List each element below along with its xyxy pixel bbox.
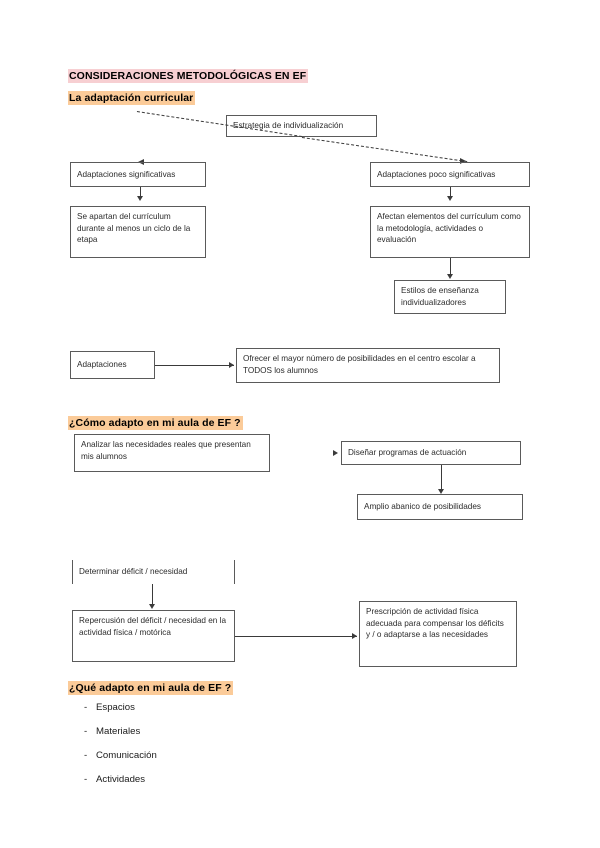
list-dash: -: [84, 726, 88, 737]
list-dash: -: [84, 702, 88, 713]
list-item: - Materiales: [70, 720, 157, 744]
arrowhead-estilos: [447, 274, 453, 279]
adapto-list: - Espacios - Materiales - Comunicación -…: [70, 696, 157, 792]
list-dash: -: [84, 774, 88, 785]
arrowhead-abanico: [438, 489, 444, 494]
list-dash: -: [84, 750, 88, 761]
list-item: - Comunicación: [70, 744, 157, 768]
connector-adaptaciones-to-ofrecer: [155, 365, 234, 366]
heading-como-adapto: ¿Cómo adapto en mi aula de EF ?: [68, 416, 243, 430]
node-estrategia-individualizacion: Estrategia de individualización: [226, 115, 377, 137]
list-item: - Espacios: [70, 696, 157, 720]
arrowhead-right-branch: [460, 158, 466, 164]
connector-disenar-to-abanico: [441, 465, 442, 491]
arrowhead-ofrecer: [229, 362, 234, 368]
node-estilos-ensenanza: Estilos de enseñanza individualizadores: [394, 280, 506, 314]
connector-determinar-to-repercusion: [152, 584, 153, 606]
heading-que-adapto: ¿Qué adapto en mi aula de EF ?: [68, 681, 234, 695]
list-item: - Actividades: [70, 768, 157, 792]
node-repercusion-deficit: Repercusión del déficit / necesidad en l…: [72, 610, 235, 662]
arrowhead-left-detail: [137, 196, 143, 201]
node-amplio-abanico: Amplio abanico de posibilidades: [357, 494, 523, 520]
connector-detail-to-estilos: [450, 258, 451, 276]
connector-root-to-right: [301, 137, 468, 163]
arrowhead-repercusion: [149, 604, 155, 609]
node-determinar-deficit: Determinar déficit / necesidad: [72, 560, 235, 584]
page-subtitle: La adaptación curricular: [68, 91, 196, 105]
node-adaptaciones-significativas: Adaptaciones significativas: [70, 162, 206, 187]
arrowhead-prescripcion: [352, 633, 357, 639]
node-disenar-programas: Diseñar programas de actuación: [341, 441, 521, 465]
arrowhead-disenar-programas: [333, 450, 338, 456]
node-se-apartan-curriculum: Se apartan del currículum durante al men…: [70, 206, 206, 258]
connector-left-node-to-detail: [140, 187, 141, 197]
node-analizar-necesidades: Analizar las necesidades reales que pres…: [74, 434, 270, 472]
list-item-label: Comunicación: [96, 750, 157, 761]
node-ofrecer-posibilidades: Ofrecer el mayor número de posibilidades…: [236, 348, 500, 383]
list-item-label: Espacios: [96, 702, 135, 713]
arrowhead-right-detail: [447, 196, 453, 201]
page-title: CONSIDERACIONES METODOLÓGICAS EN EF: [68, 69, 309, 83]
list-item-label: Materiales: [96, 726, 141, 737]
node-prescripcion-actividad: Prescripción de actividad física adecuad…: [359, 601, 517, 667]
node-afectan-elementos-curriculum: Afectan elementos del currículum como la…: [370, 206, 530, 258]
connector-right-node-to-detail: [450, 187, 451, 197]
node-adaptaciones-label: Adaptaciones: [70, 351, 155, 379]
connector-repercusion-to-prescripcion: [235, 636, 357, 637]
node-adaptaciones-poco-significativas: Adaptaciones poco significativas: [370, 162, 530, 187]
list-item-label: Actividades: [96, 774, 146, 785]
